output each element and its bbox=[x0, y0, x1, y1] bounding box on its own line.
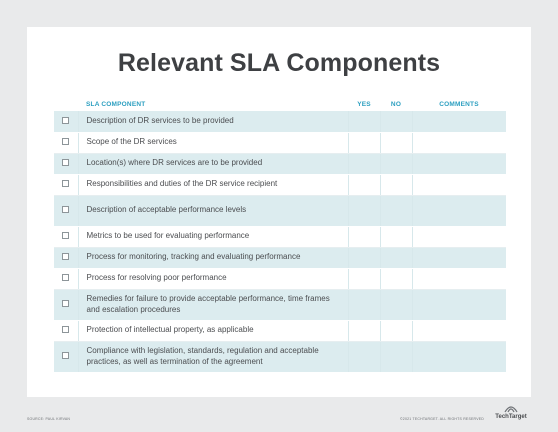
checkbox-cell bbox=[54, 111, 79, 133]
no-cell[interactable] bbox=[380, 320, 413, 342]
yes-cell[interactable] bbox=[348, 247, 381, 269]
row-checkbox[interactable] bbox=[62, 138, 70, 146]
comments-cell[interactable] bbox=[412, 111, 506, 133]
no-cell[interactable] bbox=[380, 247, 413, 269]
yes-cell[interactable] bbox=[348, 320, 381, 342]
sla-component-text: Description of acceptable performance le… bbox=[78, 195, 349, 227]
yes-cell[interactable] bbox=[348, 153, 381, 175]
techtarget-logo-icon bbox=[504, 406, 518, 413]
source-credit: SOURCE: PAUL KIRVAN bbox=[27, 417, 71, 421]
yes-cell[interactable] bbox=[348, 174, 381, 196]
checkbox-cell bbox=[54, 226, 79, 248]
yes-cell[interactable] bbox=[348, 195, 381, 227]
no-cell[interactable] bbox=[380, 226, 413, 248]
table-row: Location(s) where DR services are to be … bbox=[54, 153, 506, 175]
comments-cell[interactable] bbox=[412, 226, 506, 248]
header-checkbox-col bbox=[54, 91, 78, 111]
comments-cell[interactable] bbox=[412, 320, 506, 342]
checkbox-cell bbox=[54, 153, 79, 175]
comments-cell[interactable] bbox=[412, 174, 506, 196]
sla-component-text: Scope of the DR services bbox=[78, 132, 349, 154]
page-title: Relevant SLA Components bbox=[117, 49, 441, 77]
comments-cell[interactable] bbox=[412, 289, 506, 321]
table-row: Responsibilities and duties of the DR se… bbox=[54, 174, 506, 196]
no-cell[interactable] bbox=[380, 132, 413, 154]
checkbox-cell bbox=[54, 320, 79, 342]
no-cell[interactable] bbox=[380, 268, 413, 290]
table-row: Description of DR services to be provide… bbox=[54, 111, 506, 133]
yes-cell[interactable] bbox=[348, 289, 381, 321]
header-comments: COMMENTS bbox=[439, 101, 479, 108]
table-row: Process for monitoring, tracking and eva… bbox=[54, 247, 506, 269]
table-row: Process for resolving poor performance bbox=[54, 268, 506, 290]
row-checkbox[interactable] bbox=[62, 326, 70, 334]
sla-component-text: Compliance with legislation, standards, … bbox=[78, 341, 349, 373]
table-row: Protection of intellectual property, as … bbox=[54, 320, 506, 342]
logo-text: TechTarget bbox=[495, 414, 527, 420]
yes-cell[interactable] bbox=[348, 226, 381, 248]
row-checkbox[interactable] bbox=[62, 232, 70, 240]
row-checkbox[interactable] bbox=[62, 180, 70, 188]
header-no: NO bbox=[390, 101, 402, 108]
table-row: Compliance with legislation, standards, … bbox=[54, 341, 506, 373]
no-cell[interactable] bbox=[380, 111, 413, 133]
sla-component-text: Process for resolving poor performance bbox=[78, 268, 349, 290]
no-cell[interactable] bbox=[380, 289, 413, 321]
infographic-card: Relevant SLA Components SLA COMPONENT YE… bbox=[27, 27, 531, 397]
no-cell[interactable] bbox=[380, 174, 413, 196]
table-row: Metrics to be used for evaluating perfor… bbox=[54, 226, 506, 248]
comments-cell[interactable] bbox=[412, 195, 506, 227]
sla-component-text: Process for monitoring, tracking and eva… bbox=[78, 247, 349, 269]
yes-cell[interactable] bbox=[348, 341, 381, 373]
no-cell[interactable] bbox=[380, 341, 413, 373]
checkbox-cell bbox=[54, 341, 79, 373]
row-checkbox[interactable] bbox=[62, 352, 70, 360]
sla-component-text: Location(s) where DR services are to be … bbox=[78, 153, 349, 175]
checkbox-cell bbox=[54, 195, 79, 227]
comments-cell[interactable] bbox=[412, 341, 506, 373]
table-row: Description of acceptable performance le… bbox=[54, 195, 506, 227]
sla-component-text: Responsibilities and duties of the DR se… bbox=[78, 174, 349, 196]
checkbox-cell bbox=[54, 247, 79, 269]
yes-cell[interactable] bbox=[348, 132, 381, 154]
checkbox-cell bbox=[54, 268, 79, 290]
header-sla-component: SLA COMPONENT bbox=[86, 101, 146, 108]
table-row: Scope of the DR services bbox=[54, 132, 506, 154]
table-row: Remedies for failure to provide acceptab… bbox=[54, 289, 506, 321]
no-cell[interactable] bbox=[380, 153, 413, 175]
comments-cell[interactable] bbox=[412, 132, 506, 154]
yes-cell[interactable] bbox=[348, 268, 381, 290]
row-checkbox[interactable] bbox=[62, 159, 70, 167]
header-yes: YES bbox=[357, 101, 371, 108]
checkbox-cell bbox=[54, 132, 79, 154]
row-checkbox[interactable] bbox=[62, 117, 70, 125]
comments-cell[interactable] bbox=[412, 153, 506, 175]
checkbox-cell bbox=[54, 289, 79, 321]
techtarget-logo: TechTarget bbox=[491, 404, 531, 426]
sla-components-table: SLA COMPONENT YES NO COMMENTS Descriptio… bbox=[54, 91, 506, 373]
row-checkbox[interactable] bbox=[62, 206, 70, 214]
no-cell[interactable] bbox=[380, 195, 413, 227]
sla-component-text: Description of DR services to be provide… bbox=[78, 111, 349, 133]
comments-cell[interactable] bbox=[412, 268, 506, 290]
checkbox-cell bbox=[54, 174, 79, 196]
yes-cell[interactable] bbox=[348, 111, 381, 133]
sla-component-text: Remedies for failure to provide acceptab… bbox=[78, 289, 349, 321]
table-body: Description of DR services to be provide… bbox=[54, 111, 506, 373]
table-header-row: SLA COMPONENT YES NO COMMENTS bbox=[54, 91, 506, 111]
copyright-notice: ©2021 TECHTARGET. ALL RIGHTS RESERVED bbox=[400, 417, 484, 421]
row-checkbox[interactable] bbox=[62, 274, 70, 282]
comments-cell[interactable] bbox=[412, 247, 506, 269]
sla-component-text: Protection of intellectual property, as … bbox=[78, 320, 349, 342]
row-checkbox[interactable] bbox=[62, 300, 70, 308]
sla-component-text: Metrics to be used for evaluating perfor… bbox=[78, 226, 349, 248]
row-checkbox[interactable] bbox=[62, 253, 70, 261]
